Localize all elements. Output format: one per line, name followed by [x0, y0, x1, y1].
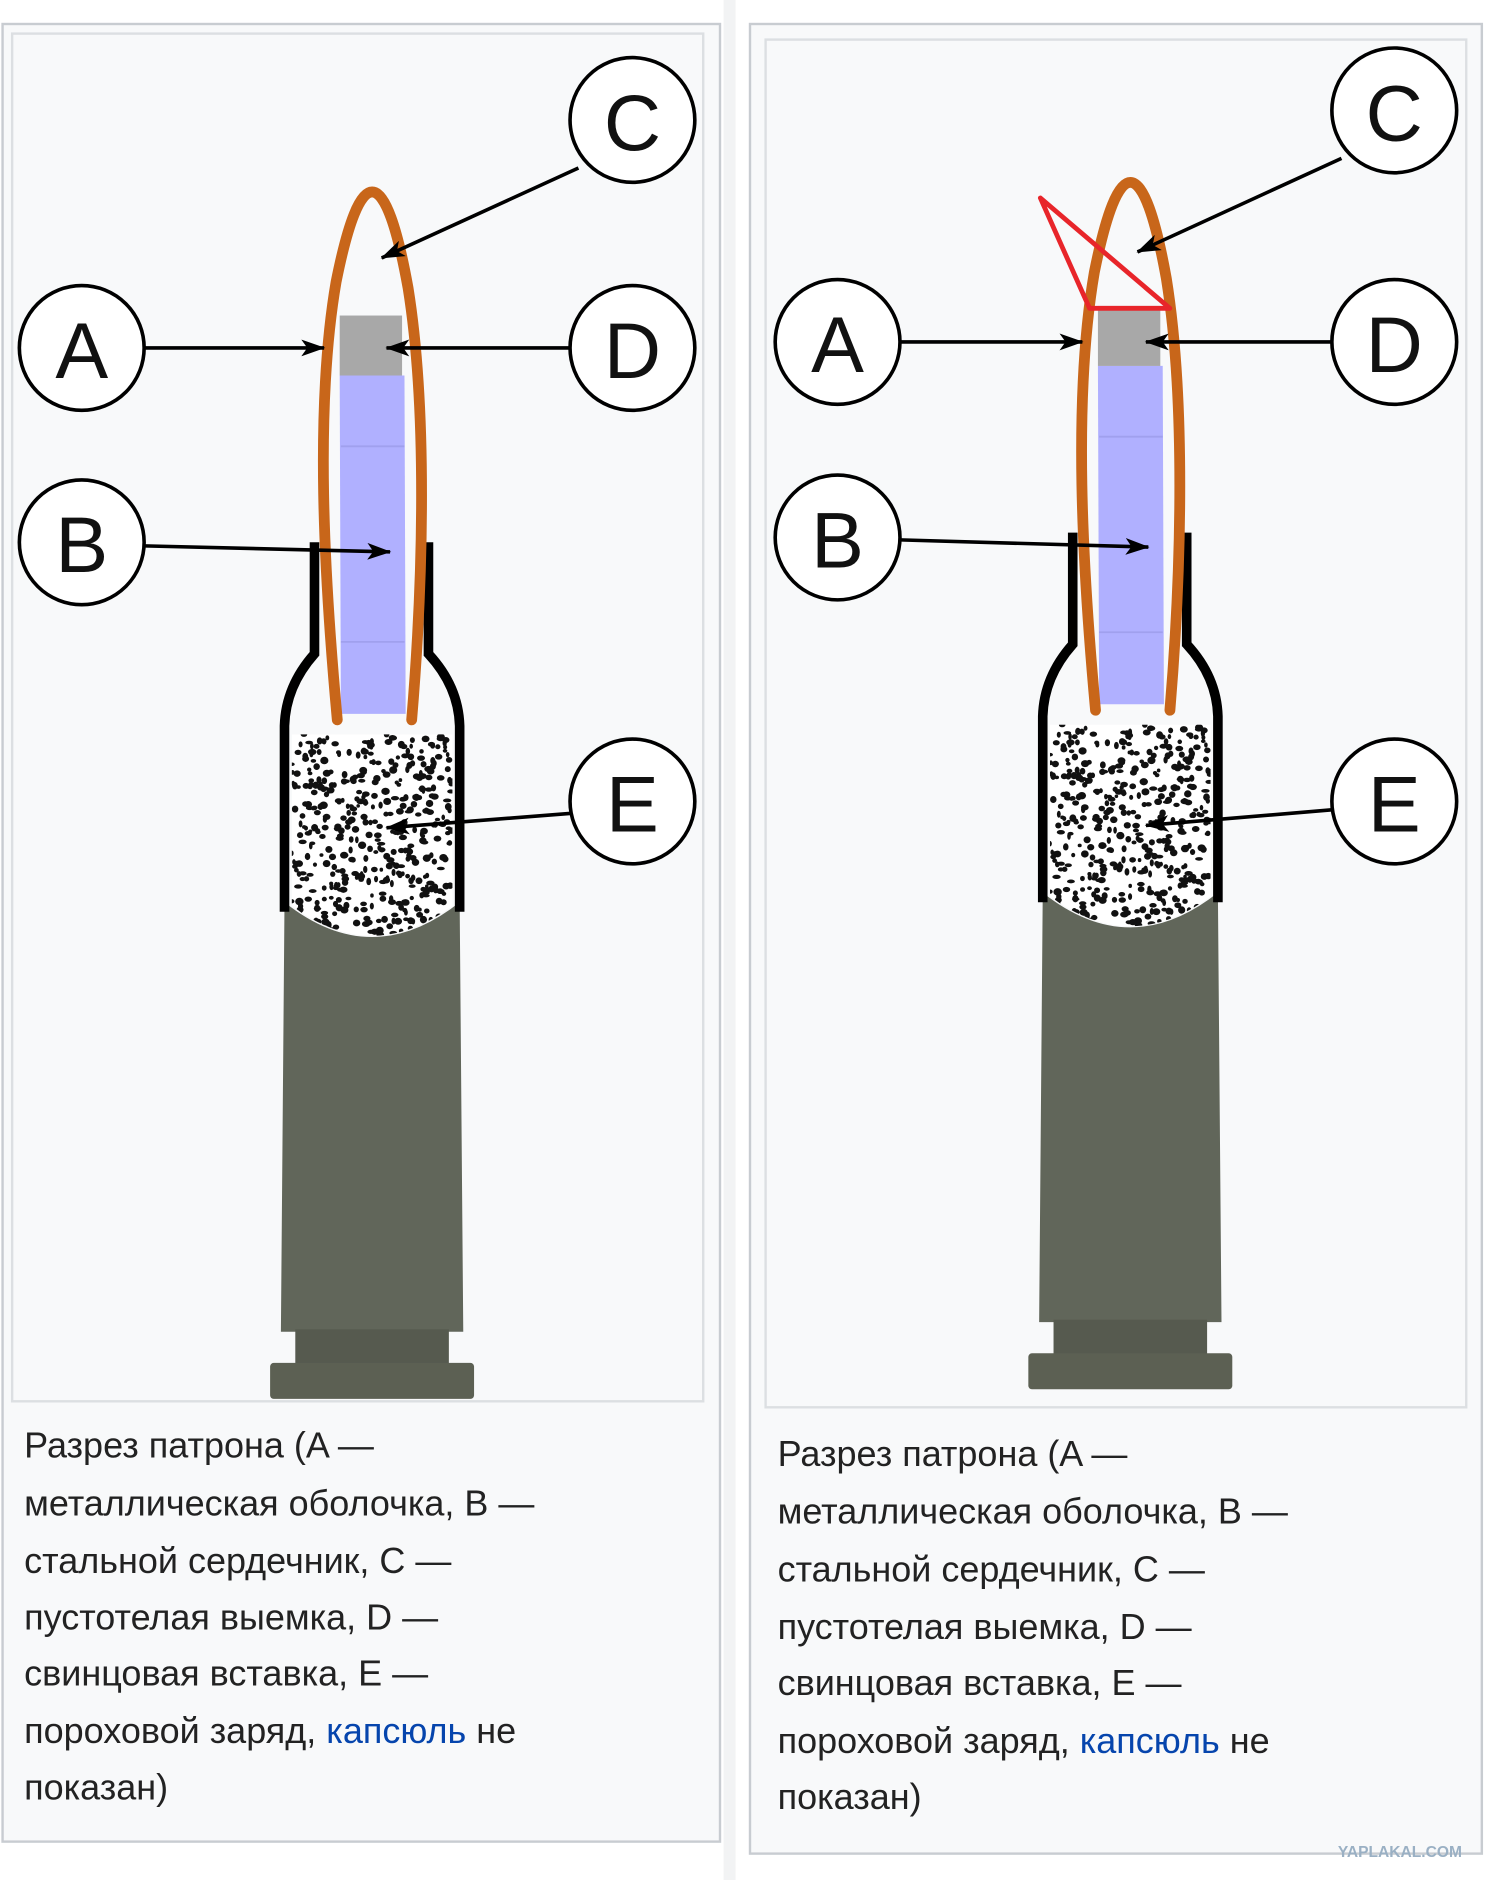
label-d: D: [1330, 277, 1459, 407]
arrow-b: [144, 542, 392, 560]
label-e: E: [568, 737, 697, 866]
caption-line: Разрез патрона (A —: [24, 1425, 374, 1466]
arrows: [899, 156, 1343, 832]
label-d: D: [568, 283, 697, 413]
caption-line: пороховой заряд, капсюль не: [778, 1720, 1270, 1761]
label-d-text: D: [604, 306, 661, 395]
label-d-text: D: [1366, 300, 1423, 389]
panel-original: C A D B E Разрез патрона (A — металличес…: [1, 22, 722, 1843]
column-divider: [723, 0, 736, 1880]
caption-text: не: [1220, 1720, 1270, 1761]
caption-line: пустотелая выемка, D —: [24, 1596, 438, 1637]
label-e-text: E: [606, 759, 659, 848]
caption-text: пороховой заряд,: [24, 1710, 326, 1751]
caption-line: стальной сердечник, C —: [778, 1548, 1205, 1589]
label-a: A: [17, 283, 146, 413]
arrows: [144, 166, 580, 835]
caption-line: металлическая оболочка, B —: [24, 1482, 534, 1523]
arrow-e: [1144, 808, 1333, 832]
label-c: C: [1330, 46, 1459, 175]
arrow-c: [1136, 156, 1343, 254]
caption: Разрез патрона (A — металлическая оболоч…: [24, 1425, 534, 1808]
label-e: E: [1330, 737, 1459, 866]
caption-line: свинцовая вставка, E —: [778, 1662, 1182, 1703]
caption-text: не: [466, 1710, 516, 1751]
label-a-text: A: [55, 306, 108, 395]
label-a-text: A: [811, 300, 864, 389]
caption-line: пустотелая выемка, D —: [778, 1606, 1192, 1647]
caption-line: металлическая оболочка, B —: [778, 1491, 1288, 1532]
label-b: B: [773, 473, 902, 602]
caption-line: пороховой заряд, капсюль не: [24, 1710, 516, 1751]
caption-line: показан): [24, 1767, 168, 1808]
arrow-c: [380, 166, 580, 260]
caption-line: показан): [778, 1776, 922, 1817]
arrow-b: [899, 538, 1150, 555]
caption-line: свинцовая вставка, E —: [24, 1653, 428, 1694]
caption-line: стальной сердечник, C —: [24, 1540, 451, 1581]
label-c-text: C: [1366, 68, 1423, 157]
watermark: YAPLAKAL.COM: [1338, 1844, 1462, 1861]
red-triangle-annotation: [1037, 195, 1173, 311]
label-b-text: B: [55, 500, 108, 589]
primer-link[interactable]: капсюль: [326, 1710, 466, 1751]
label-b-text: B: [811, 495, 864, 584]
primer-link[interactable]: капсюль: [1080, 1720, 1220, 1761]
label-e-text: E: [1368, 759, 1421, 848]
caption: Разрез патрона (A — металлическая оболоч…: [778, 1433, 1288, 1817]
label-c-text: C: [604, 78, 661, 167]
panel-annotated: C A D B E Разрез патрона (A — металличес…: [748, 22, 1484, 1855]
arrow-e: [385, 811, 571, 835]
label-b: B: [17, 478, 146, 607]
label-c: C: [568, 55, 697, 185]
caption-line: Разрез патрона (A —: [778, 1433, 1128, 1474]
caption-text: пороховой заряд,: [778, 1720, 1080, 1761]
label-a: A: [773, 277, 902, 407]
